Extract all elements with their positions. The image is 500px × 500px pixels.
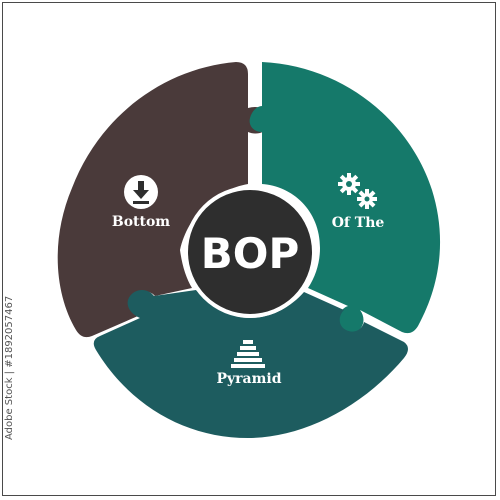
segment-label-bottom: Bottom	[112, 214, 170, 230]
segment-label-pyramid: Pyramid	[216, 371, 281, 387]
center-text: BOP	[201, 229, 300, 278]
download-icon	[124, 175, 158, 209]
watermark-side-text: Adobe Stock | #1892057467	[4, 296, 15, 440]
gears-icon	[338, 173, 377, 209]
segment-label-of-the: Of The	[332, 215, 385, 231]
center-circle-inner	[188, 190, 312, 314]
segment-of-the	[249, 62, 441, 334]
pyramid-icon	[231, 340, 265, 368]
segment-bottom	[57, 62, 271, 338]
